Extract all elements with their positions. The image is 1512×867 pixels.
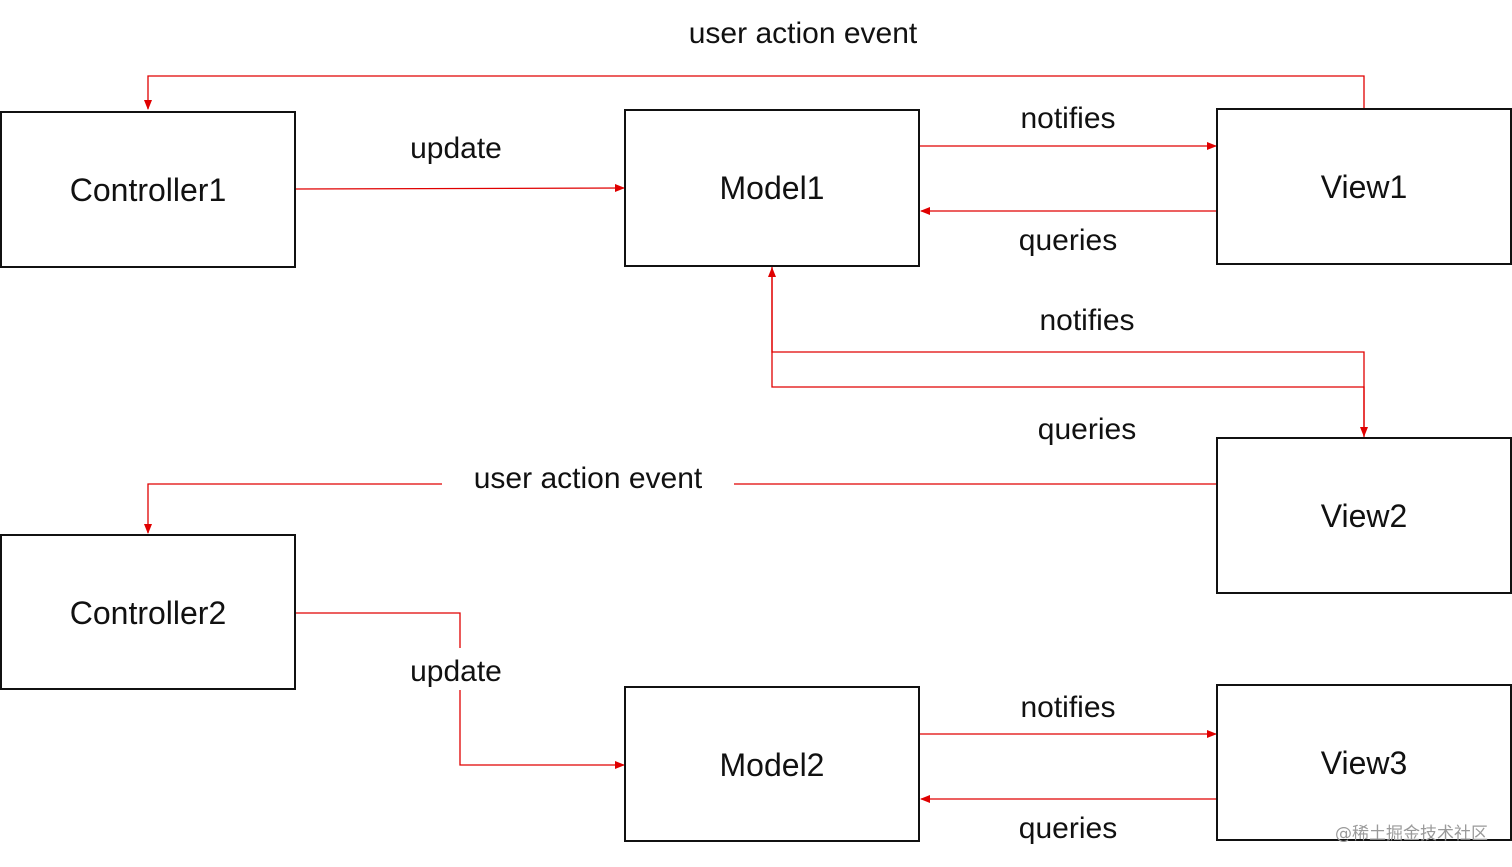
edge-label-user-action-event-1: user action event: [689, 17, 918, 50]
node-model2: Model2: [624, 686, 920, 842]
node-label: Controller1: [70, 172, 227, 208]
node-label: Model1: [720, 170, 825, 206]
label-bg-user-action-2: [442, 462, 734, 502]
label-bg-update-2: [400, 648, 520, 690]
node-model1: Model1: [624, 109, 920, 267]
node-label: View2: [1321, 498, 1408, 534]
node-view1: View1: [1216, 108, 1512, 265]
edge-label-update-2: update: [410, 655, 502, 688]
edge-view1-to-controller1: [144, 75, 1365, 110]
edge-view2-to-controller2: [144, 483, 1217, 534]
node-label: View1: [1321, 169, 1408, 205]
watermark: @稀土掘金技术社区: [1335, 824, 1488, 844]
edge-label-queries-1: queries: [1019, 224, 1117, 257]
node-controller2: Controller2: [0, 534, 296, 690]
node-label: Controller2: [70, 595, 227, 631]
node-view3: View3: [1216, 684, 1512, 841]
edge-view2-to-model1: [768, 267, 1365, 438]
edge-label-notifies-3: notifies: [1020, 691, 1115, 724]
edge-label-user-action-event-2: user action event: [474, 462, 703, 495]
edge-controller1-to-model1: [294, 184, 625, 193]
edge-label-queries-3: queries: [1019, 812, 1117, 845]
edge-label-notifies-2: notifies: [1039, 304, 1134, 337]
edge-model1-to-view2: [771, 267, 1368, 437]
edge-label-queries-2: queries: [1038, 413, 1136, 446]
edge-label-update-1: update: [410, 132, 502, 165]
node-controller1: Controller1: [0, 111, 296, 268]
node-view2: View2: [1216, 437, 1512, 594]
edge-label-notifies-1: notifies: [1020, 102, 1115, 135]
node-label: Model2: [720, 747, 825, 783]
node-label: View3: [1321, 745, 1408, 781]
